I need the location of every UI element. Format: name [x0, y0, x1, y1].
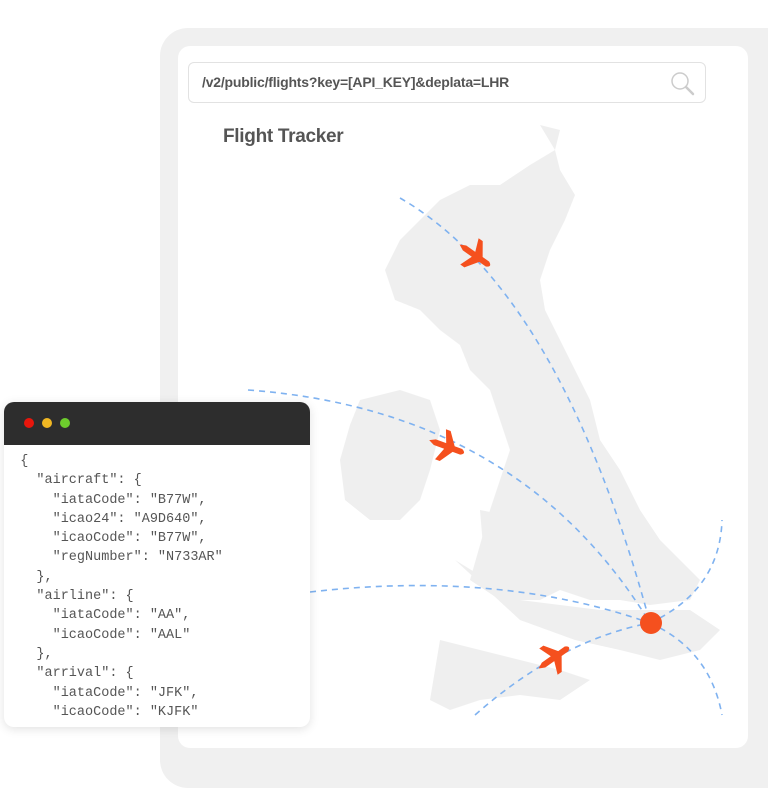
uk-map — [340, 125, 720, 710]
plane-icon[interactable] — [529, 634, 578, 681]
code-line: "regNumber": "N733AR" — [4, 550, 223, 566]
code-line: "icao24": "A9D640", — [4, 511, 207, 527]
route-irish — [309, 584, 651, 624]
page-title: Flight Tracker — [223, 126, 344, 147]
origin-airport-marker[interactable] — [640, 612, 662, 634]
code-line: }, — [4, 569, 53, 585]
code-line: { — [4, 454, 29, 469]
route-southwest — [474, 622, 651, 716]
plane-icon[interactable] — [450, 231, 499, 278]
code-window: { "aircraft": { "iataCode": "B77W", "ica… — [4, 402, 310, 727]
flight-routes — [247, 197, 723, 716]
code-line: "icaoCode": "AAL" — [4, 627, 191, 643]
search-input[interactable]: /v2/public/flights?key=[API_KEY]&deplata… — [202, 74, 510, 90]
route-north — [399, 197, 651, 624]
plane-icons — [424, 231, 578, 681]
flight-map — [247, 125, 723, 716]
search-icon[interactable] — [669, 70, 695, 96]
search-bar[interactable]: /v2/public/flights?key=[API_KEY]&deplata… — [188, 62, 706, 103]
plane-icon[interactable] — [424, 425, 470, 468]
code-line: "airline": { — [4, 589, 134, 605]
route-southeast — [649, 622, 723, 716]
code-window-titlebar — [4, 402, 310, 445]
route-east — [649, 519, 723, 624]
maximize-dot[interactable] — [60, 418, 70, 428]
minimize-dot[interactable] — [42, 418, 52, 428]
json-response: { "aircraft": { "iataCode": "B77W", "ica… — [4, 452, 223, 722]
code-line: "iataCode": "AA", — [4, 608, 191, 624]
code-line: "iataCode": "B77W", — [4, 492, 207, 508]
code-line: "iataCode": "JFK", — [4, 685, 199, 701]
close-dot[interactable] — [24, 418, 34, 428]
code-line: "aircraft": { — [4, 473, 142, 489]
code-line: "icaoCode": "B77W", — [4, 531, 207, 547]
code-line: "icaoCode": "KJFK" — [4, 704, 199, 720]
code-line: "arrival": { — [4, 666, 134, 682]
code-line: }, — [4, 646, 53, 662]
